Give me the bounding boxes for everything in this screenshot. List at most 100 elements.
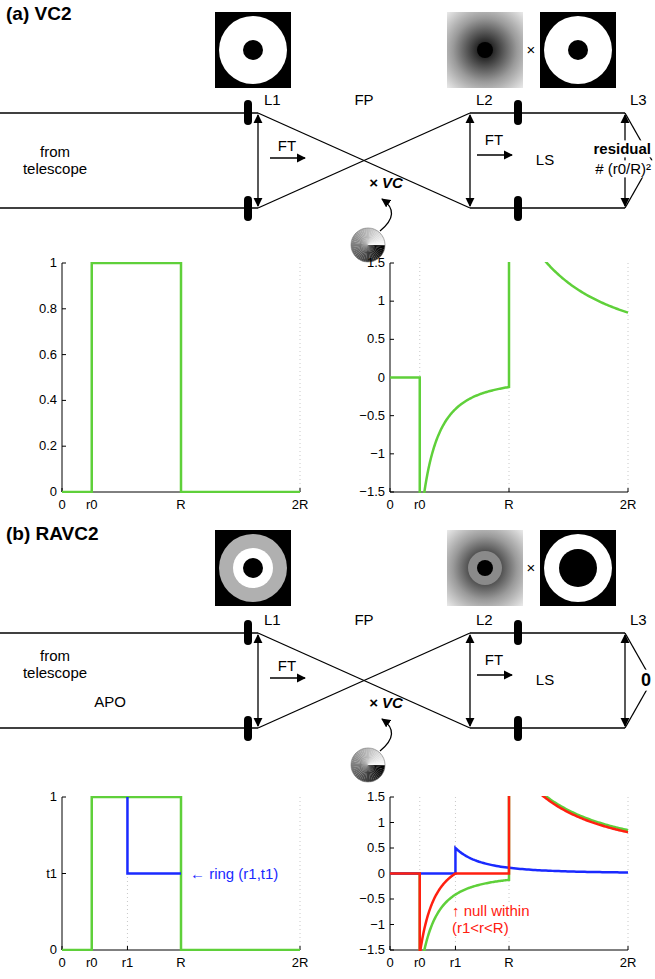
residual-scaling: # (r0/R)²: [593, 160, 653, 177]
axis-tick-label: −1.5: [359, 943, 385, 958]
input-label: from telescope: [16, 143, 94, 178]
axis-tick-label: 0: [58, 956, 65, 971]
axis-tick-label: 0: [386, 498, 393, 513]
vortex-arrow: [380, 719, 392, 751]
axis-tick-label: r1: [122, 956, 134, 971]
panel-title: (a) VC2: [6, 3, 71, 25]
axis-tick-label: 0.5: [367, 332, 385, 347]
lens-arrow: [257, 635, 258, 726]
apodizer-label: APO: [94, 693, 126, 710]
axis-tick-label: 2R: [620, 956, 637, 971]
beam-ray: [258, 633, 470, 728]
axis-tick-label: 0.8: [39, 301, 57, 316]
beam-ray: [258, 113, 470, 208]
axis-tick-label: 0.5: [367, 841, 385, 856]
plot: [390, 149, 628, 607]
plot: [390, 721, 628, 979]
times-sign: ×: [527, 41, 536, 58]
axis-tick-label: 0: [50, 485, 57, 500]
times-sign: ×: [527, 559, 536, 576]
beam-ray: [470, 632, 625, 633]
focal-plane-label: FP: [354, 91, 373, 108]
lens-arrow: [469, 635, 470, 726]
axis-tick-label: 1: [378, 815, 385, 830]
axis-tick-label: 1: [50, 790, 57, 805]
apodizer-image: [215, 530, 291, 606]
plot-curve: [127, 797, 181, 874]
lyot-stop-label: LS: [536, 671, 554, 688]
lens-label: L2: [476, 91, 493, 108]
beam-ray: [0, 112, 258, 113]
output-label: 0: [639, 670, 653, 691]
beam-ray: [470, 112, 625, 113]
null-annotation: ↑ null within (r1<r<R): [452, 902, 556, 937]
axis-tick-label: r0: [414, 498, 426, 513]
vortex-icon: [351, 748, 385, 782]
ft-label: FT: [278, 657, 296, 674]
lyot-stop-image: [540, 530, 616, 606]
beam-ray: [0, 632, 258, 633]
ft-arrow: [270, 677, 305, 678]
axis-tick-label: −0.5: [359, 892, 385, 907]
lyot-field-image: [447, 530, 523, 606]
residual-label: residual: [591, 140, 653, 157]
stop: [514, 620, 522, 645]
lyot-stop-image: [540, 12, 616, 88]
axis-tick-label: 1: [50, 256, 57, 271]
axis-tick-label: 0: [378, 370, 385, 385]
focal-plane-label: FP: [354, 611, 373, 628]
vortex-label: × VC: [369, 694, 403, 711]
lyot-field-image: [447, 12, 523, 88]
plot-curve: [390, 262, 628, 493]
axis-tick-label: 0: [50, 943, 57, 958]
plot-curve: [390, 796, 628, 951]
axis-tick-label: r0: [86, 498, 98, 513]
lens-label: L2: [476, 611, 493, 628]
axis-tick-label: −1: [370, 446, 385, 461]
lens-arrow: [257, 115, 258, 206]
lens-arrow: [624, 635, 625, 726]
stop: [244, 100, 252, 125]
optical-layout: [0, 620, 652, 741]
axis-tick-label: 2R: [620, 498, 637, 513]
lens-label: L1: [264, 91, 281, 108]
axis-tick-label: t1: [46, 866, 57, 881]
stop: [514, 716, 522, 741]
axis-tick-label: R: [504, 498, 513, 513]
axis-tick-label: −1: [370, 917, 385, 932]
panel-title: (b) RAVC2: [6, 523, 99, 545]
stop: [244, 196, 252, 221]
stop: [244, 620, 252, 645]
plot: [62, 263, 300, 492]
axis-tick-label: 0.2: [39, 439, 57, 454]
axis-tick-label: 0.6: [39, 347, 57, 362]
axis-tick-label: 0.4: [39, 393, 57, 408]
optical-layout: [0, 100, 652, 221]
axis-tick-label: r0: [414, 956, 426, 971]
axis-tick-label: 0: [58, 498, 65, 513]
beam-ray: [258, 113, 470, 208]
ft-arrow: [477, 154, 512, 155]
axis: [62, 797, 300, 950]
lens-label: L3: [630, 91, 647, 108]
stop: [514, 100, 522, 125]
beam-ray: [258, 633, 470, 728]
axis-tick-label: 0: [386, 956, 393, 971]
axis-tick-label: 2R: [292, 498, 309, 513]
beam-ray: [0, 727, 258, 728]
vortex-label: × VC: [369, 174, 403, 191]
input-label: from telescope: [16, 647, 94, 682]
pupil-image: [215, 12, 291, 88]
plot-curve: [390, 796, 628, 951]
stop: [514, 196, 522, 221]
axis-tick-label: R: [176, 956, 185, 971]
ring-annotation: ← ring (r1,t1): [190, 865, 278, 882]
stop: [244, 716, 252, 741]
axis-tick-label: 0: [378, 866, 385, 881]
plot-curve: [62, 263, 300, 492]
lens-label: L3: [630, 611, 647, 628]
ft-arrow: [477, 674, 512, 675]
axis-tick-label: 2R: [292, 956, 309, 971]
lens-arrow: [469, 115, 470, 206]
